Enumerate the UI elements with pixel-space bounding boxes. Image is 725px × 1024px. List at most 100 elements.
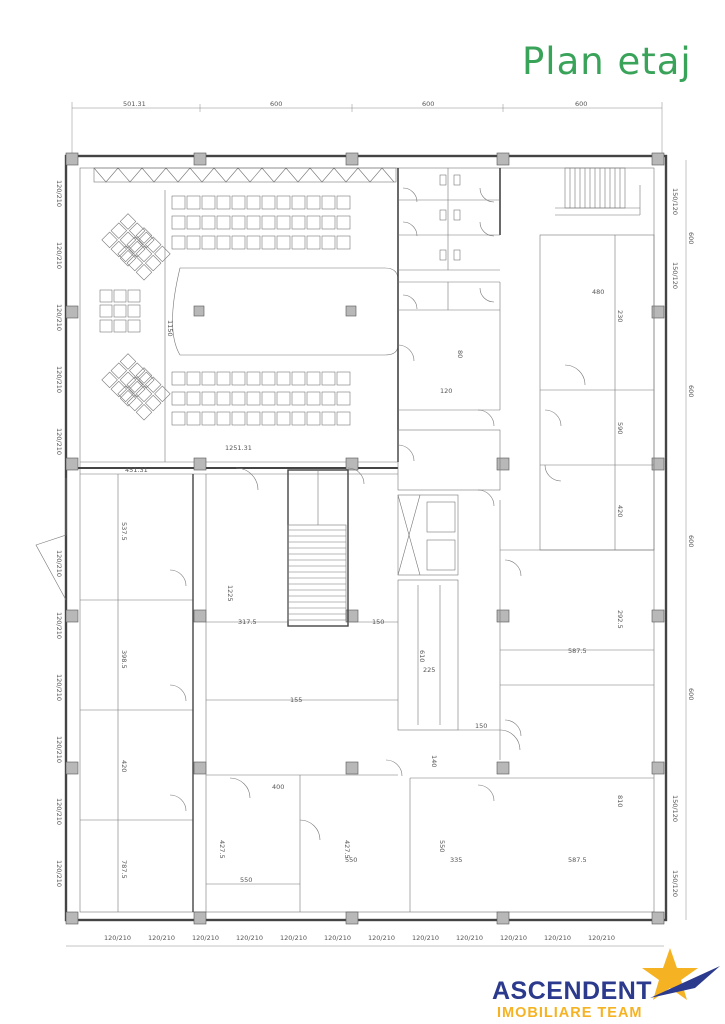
wc-block [397, 168, 501, 462]
chair [128, 222, 146, 239]
right-dimension-line: 600 600 600 600 [685, 160, 695, 920]
chair [216, 215, 231, 230]
window-label-left: 120/210 [55, 612, 63, 639]
top-dim-3: 600 [422, 100, 434, 108]
chair [306, 411, 321, 426]
chair [186, 235, 201, 250]
chair [113, 289, 127, 303]
chair [306, 195, 321, 210]
chair [276, 215, 291, 230]
structural-columns [65, 152, 665, 925]
chair [135, 245, 153, 263]
window-label-left: 120/210 [55, 674, 63, 701]
chair [135, 404, 153, 421]
chair [128, 362, 146, 379]
top-dim-1: 501.31 [123, 100, 146, 108]
right-offices: 480 230 590 420 [539, 234, 655, 551]
chair [246, 215, 261, 230]
chair [216, 235, 231, 250]
chair [231, 391, 246, 406]
chair [276, 195, 291, 210]
window-label-left: 120/210 [55, 366, 63, 393]
chair [113, 304, 127, 318]
chair [186, 411, 201, 426]
chair [110, 362, 128, 379]
chair [261, 411, 276, 426]
chair [119, 390, 137, 407]
window-label-left: 120/210 [55, 860, 63, 887]
room-427: 550 [345, 856, 357, 864]
chair [321, 215, 336, 230]
room-335: 335 [450, 856, 462, 864]
lower-right-w: 587.5 [568, 856, 587, 864]
window-label-right: 150/120 [671, 188, 679, 215]
chair [231, 215, 246, 230]
core-150: 150 [475, 722, 487, 730]
chair [154, 245, 171, 263]
ascendent-logo: ASCENDENT IMOBILIARE TEAM [490, 948, 725, 1024]
chair [336, 411, 351, 426]
window-label-bottom: 120/210 [588, 934, 615, 942]
core-225: 225 [423, 666, 435, 674]
chair [128, 380, 146, 398]
window-label-left: 120/210 [55, 736, 63, 763]
stair-top-right [555, 167, 641, 216]
chair [246, 391, 261, 406]
chair [186, 195, 201, 210]
seating [99, 195, 351, 426]
chair [321, 195, 336, 210]
lower-middle: 317.5 155 1225 400 550 427.5 550 427.5 [205, 467, 403, 912]
chair [144, 376, 162, 393]
chair [110, 380, 128, 398]
chair [99, 289, 113, 303]
chair [216, 411, 231, 426]
left-398: 787.5 [120, 860, 128, 879]
window-label-bottom: 120/210 [104, 934, 131, 942]
chair [321, 235, 336, 250]
window-label-bottom: 120/210 [500, 934, 527, 942]
chair [135, 264, 153, 281]
left-offices: 451.31 537.5 398.5 420 787.5 [35, 466, 194, 912]
chair [231, 195, 246, 210]
conference-hall: 1150 1251.31 [164, 190, 399, 462]
chair [201, 195, 216, 210]
corr-317: 317.5 [238, 618, 257, 626]
chair [261, 215, 276, 230]
chair [276, 391, 291, 406]
chair [291, 195, 306, 210]
chair [201, 215, 216, 230]
room-155: 400 [272, 783, 284, 791]
window-label-bottom: 120/210 [280, 934, 307, 942]
window-label-left: 120/210 [55, 428, 63, 455]
chair [113, 319, 127, 333]
chair [201, 371, 216, 386]
chair [276, 235, 291, 250]
chair [135, 227, 153, 244]
chair [321, 371, 336, 386]
chair [171, 195, 186, 210]
chair [171, 411, 186, 426]
right-dim-3: 600 [687, 535, 695, 547]
chair [321, 411, 336, 426]
right-dim-2: 600 [687, 385, 695, 397]
chair [306, 215, 321, 230]
window-label-bottom: 120/210 [412, 934, 439, 942]
chair [126, 254, 144, 272]
chair [135, 385, 153, 403]
top-dimension-line: 501.31 600 600 600 [71, 100, 663, 160]
chair [246, 195, 261, 210]
core-140: 140 [430, 755, 438, 767]
window-label-right: 150/120 [671, 262, 679, 289]
chair [119, 231, 137, 249]
window-label-left: 120/210 [55, 304, 63, 331]
chair [110, 222, 128, 239]
chair [216, 371, 231, 386]
window-label-left: 120/210 [55, 798, 63, 825]
chair [261, 235, 276, 250]
chair [186, 215, 201, 230]
logo-tagline: IMOBILIARE TEAM [497, 1005, 643, 1021]
chair [119, 353, 137, 370]
chair [246, 371, 261, 386]
window-label-right: 150/120 [671, 795, 679, 822]
